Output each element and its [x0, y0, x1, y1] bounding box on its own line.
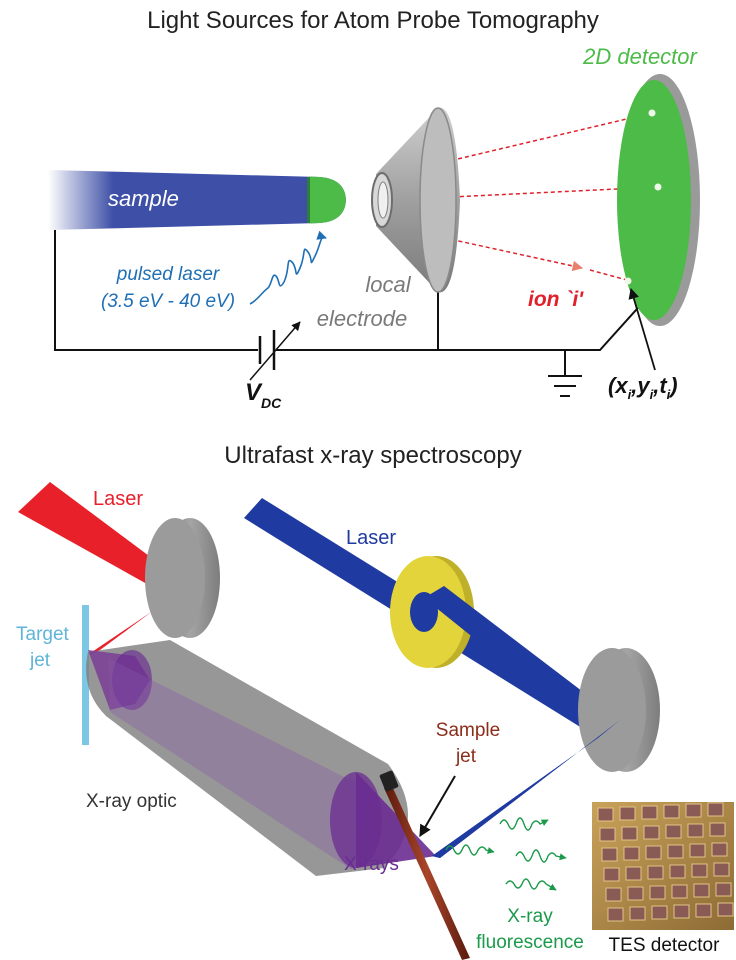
tes-pixel — [629, 906, 646, 921]
top-title: Light Sources for Atom Probe Tomography — [147, 7, 599, 34]
xray-optic-label: X-ray optic — [86, 791, 177, 812]
target-jet-label-line1: Target — [16, 624, 70, 645]
sample-jet-label-line2: jet — [455, 746, 477, 767]
tes-pixel — [665, 824, 682, 839]
sample-jet-rod — [379, 770, 470, 960]
sample-label: sample — [108, 186, 179, 211]
tes-detector-label: TES detector — [609, 935, 721, 956]
fluorescence-label-line2: fluorescence — [476, 932, 584, 953]
voltage-label: VDC — [245, 379, 282, 411]
left-mirror — [145, 518, 220, 638]
sample-jet-pointer — [419, 775, 456, 838]
tes-pixel — [621, 826, 638, 841]
tes-pixel — [711, 842, 728, 857]
tes-pixel — [603, 867, 620, 882]
tes-pixel — [623, 846, 640, 861]
tes-pixel — [669, 864, 686, 879]
tes-pixel — [707, 802, 724, 817]
tes-pixel — [645, 845, 662, 860]
tes-pixel — [671, 884, 688, 899]
tes-pixel — [641, 805, 658, 820]
coords-label: (xi,yi,ti) — [608, 373, 678, 402]
tes-pixel — [715, 882, 732, 897]
electrode-label-line2: electrode — [317, 306, 408, 331]
yellow-optic — [390, 556, 474, 668]
tes-detector-image — [592, 802, 734, 930]
tes-pixel — [607, 907, 624, 922]
tes-pixel-grid — [597, 802, 734, 922]
bottom-title: Ultrafast x-ray spectroscopy — [224, 442, 521, 469]
electrode-label-line1: local — [365, 272, 411, 297]
tes-pixel — [667, 844, 684, 859]
red-laser-label: Laser — [93, 488, 143, 510]
laser-pulse-icon — [249, 230, 327, 305]
tes-pixel — [709, 822, 726, 837]
tes-pixel — [689, 843, 706, 858]
tes-pixel — [627, 886, 644, 901]
fluorescence-wave-icons — [445, 817, 567, 891]
tes-pixel — [713, 862, 730, 877]
tes-pixel — [663, 804, 680, 819]
tes-pixel — [717, 902, 734, 917]
xrays-label: X-rays — [344, 854, 399, 875]
ion-label: ion `i' — [528, 288, 584, 311]
local-electrode — [371, 107, 460, 293]
sample-jet-label-line1: Sample — [436, 720, 500, 741]
target-jet — [82, 605, 89, 745]
target-jet-label-line2: jet — [29, 650, 51, 671]
tes-pixel — [619, 806, 636, 821]
laser-label-line2: (3.5 eV - 40 eV) — [101, 291, 235, 312]
tes-pixel — [643, 825, 660, 840]
tes-pixel — [601, 847, 618, 862]
detector-label: 2D detector — [582, 44, 698, 69]
tes-pixel — [691, 863, 708, 878]
blue-beam-exit-segment — [424, 586, 620, 738]
tes-pixel — [673, 904, 690, 919]
tes-pixel — [695, 903, 712, 918]
sample-specimen — [48, 170, 346, 230]
tes-pixel — [693, 883, 710, 898]
tes-pixel — [597, 807, 614, 822]
tes-pixel — [649, 885, 666, 900]
tes-pixel — [647, 865, 664, 880]
tes-pixel — [625, 866, 642, 881]
laser-label-line1: pulsed laser — [116, 264, 220, 285]
fluorescence-label-line1: X-ray — [507, 906, 553, 927]
tes-pixel — [599, 827, 616, 842]
tes-pixel — [651, 905, 668, 920]
coord-pointer-arrow — [628, 287, 656, 371]
right-mirror — [578, 648, 660, 772]
tes-pixel — [685, 803, 702, 818]
detector-disk — [617, 74, 700, 326]
xray-optic — [86, 640, 436, 876]
blue-laser-label: Laser — [346, 527, 396, 549]
ground-icon — [548, 375, 582, 397]
tes-pixel — [687, 823, 704, 838]
tes-pixel — [605, 887, 622, 902]
voltage-source-icon — [249, 321, 301, 381]
blue-beam-reflection — [432, 720, 620, 858]
